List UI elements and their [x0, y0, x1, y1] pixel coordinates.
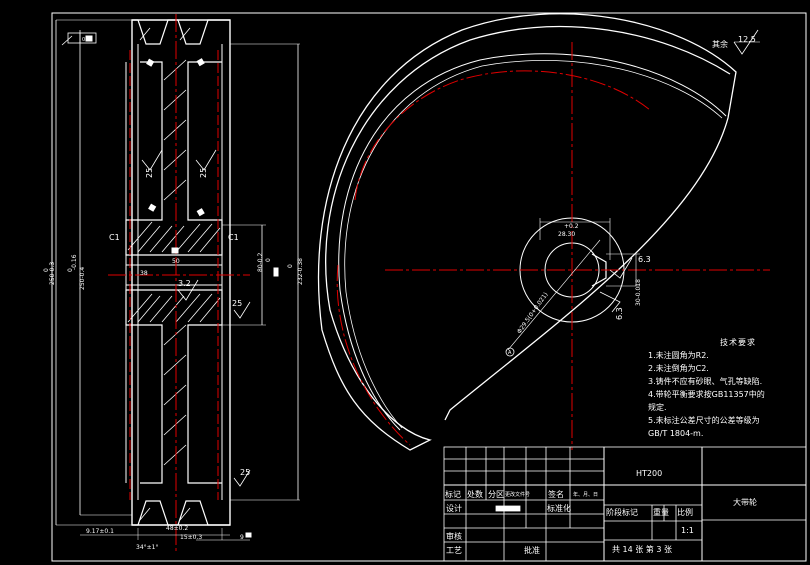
dim-right-0a: 0: [287, 264, 294, 268]
tb-standardize: 标准化: [547, 503, 571, 513]
tb-scale-value: 1:1: [681, 526, 694, 535]
tech-req-item-5b: GB/T 1804-m.: [648, 429, 704, 438]
tb-stage-mark: 阶段标记: [606, 507, 638, 517]
bottom-dim-4: 9: [240, 534, 244, 541]
rest-roughness-label: 其余: [712, 39, 728, 49]
bore-dim-tol: +0.2: [564, 223, 579, 230]
tb-col-zone: 分区: [488, 490, 504, 499]
tb-col-change-doc: 更改文件号: [505, 491, 530, 498]
left-dims-text: 0 250-0.3 0 250-0.4 -0.16 0 232-0.38 0 8…: [43, 37, 304, 551]
tech-req-item-1: 1.未注圆角为R2.: [648, 351, 709, 360]
roughness-4: 25: [232, 299, 242, 308]
tb-weight: 重量: [653, 507, 669, 517]
part-name: 大带轮: [733, 497, 757, 507]
bottom-dim-3: 15±0.3: [180, 534, 202, 541]
roughness-1: 25: [145, 168, 154, 178]
right-dims-text: +0.2 28.30 30-0.018 6.3 6.3 Φ29.5(0+0.02…: [508, 35, 756, 356]
material-label: HT200: [636, 469, 662, 478]
tol-box-value: 0.0: [82, 37, 90, 43]
title-block: [443, 446, 807, 562]
tb-process: 工艺: [446, 546, 462, 555]
bore-dim-width: 28.30: [558, 231, 575, 238]
pulley-face-view: [317, 13, 770, 451]
hub-hatching: [127, 27, 221, 521]
key-roughness-1: 6.3: [638, 255, 651, 264]
rest-roughness-value: 12.5: [738, 35, 756, 44]
tb-review: 审核: [446, 531, 462, 541]
tech-req-item-4b: 规定.: [648, 403, 667, 412]
dim-left-250b: 250-0.4: [79, 267, 86, 290]
title-block-text: HT200 大带轮 标记 处数 分区 更改文件号 签名 年、月、日 设计 标准化…: [445, 469, 757, 555]
pulley-section-view: [55, 14, 300, 552]
hub-dim-50: 50: [172, 258, 180, 265]
bottom-dim-1: 9.17±0.1: [86, 528, 114, 535]
dim-right-0b: 0: [265, 258, 272, 262]
dim-right-80: 80-0.2: [257, 252, 264, 272]
tech-req-item-5: 5.未标注公差尺寸的公差等级为: [648, 416, 760, 425]
dim-right-232: 232-0.38: [297, 258, 304, 285]
technical-requirements: 技术要求 1.未注圆角为R2. 2.未注倒角为C2. 3.铸件不应有砂眼、气孔等…: [648, 336, 808, 440]
bottom-dim-2: 48±0.2: [166, 525, 188, 532]
roughness-3: 3.2: [178, 279, 191, 288]
tb-approve: 批准: [524, 545, 540, 555]
tech-req-item-3: 3.铸件不应有砂眼、气孔等缺陷.: [648, 377, 763, 386]
tb-col-sign: 签名: [548, 489, 564, 499]
drawing-border: [51, 12, 807, 562]
datum-label: A: [508, 350, 512, 356]
bore-dim-key: 30-0.018: [635, 279, 642, 306]
bottom-grooves: [132, 500, 230, 526]
tb-col-mark: 标记: [445, 489, 461, 499]
roughness-2: 25: [199, 168, 208, 178]
top-grooves: [132, 19, 230, 45]
bottom-dim-angle: 34°±1°: [136, 544, 158, 551]
tb-sheets: 共 14 张 第 3 张: [612, 544, 672, 554]
dim-left-0b: 0: [67, 268, 74, 272]
dim-left-0a: 0: [43, 268, 50, 272]
tb-col-date: 年、月、日: [573, 491, 598, 498]
tb-scale: 比例: [677, 507, 693, 517]
tb-col-count: 处数: [467, 489, 483, 499]
dim-left-250a: 250-0.3: [49, 262, 56, 285]
chamfer-right: C1: [228, 233, 239, 242]
key-roughness-2: 6.3: [615, 307, 624, 320]
dim-left-016: -0.16: [71, 254, 78, 270]
tech-req-item-2: 2.未注倒角为C2.: [648, 364, 709, 373]
bore-diameter: Φ29.5(0+0.021): [516, 291, 550, 335]
hub-dim-38: 38: [140, 270, 148, 277]
tech-req-item-4: 4.带轮平衡要求按GB11357中的: [648, 390, 765, 399]
tech-req-title: 技术要求: [720, 338, 756, 347]
roughness-5: 25: [240, 468, 250, 477]
chamfer-left: C1: [109, 233, 120, 242]
tb-design: 设计: [446, 503, 462, 513]
